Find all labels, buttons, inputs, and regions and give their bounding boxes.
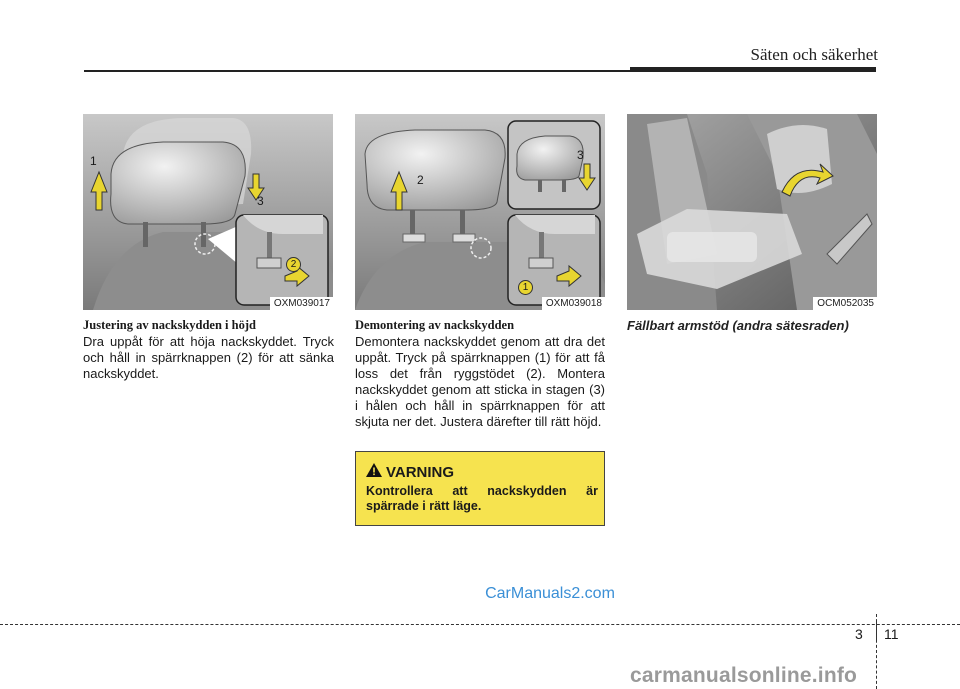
warning-icon: [366, 463, 382, 477]
warning-text: Kontrollera att nackskydden är spärrade …: [366, 484, 598, 513]
callout-3: 3: [257, 194, 264, 208]
callout-1: 1: [518, 280, 533, 295]
footer-rule: [0, 624, 960, 625]
armrest-illustration: [627, 114, 877, 310]
chapter-number: 3: [855, 626, 863, 642]
section-body: Demontera nackskyddet genom att dra det …: [355, 334, 605, 429]
callout-2: 2: [417, 173, 424, 187]
figure-code: OCM052035: [813, 297, 877, 310]
watermark[interactable]: CarManuals2.com: [485, 585, 615, 602]
page-separator: [876, 622, 877, 642]
callout-2: 2: [286, 257, 301, 272]
footer-tick: [876, 614, 877, 689]
headrest-height-illustration: [83, 114, 333, 310]
section-heading: Demontering av nackskydden: [355, 318, 515, 332]
watermark-footer[interactable]: carmanualsonline.info: [630, 664, 858, 687]
figure-headrest-removal: 1 2 3 OXM039018: [355, 114, 605, 310]
callout-3: 3: [577, 148, 584, 162]
warning-box: VARNING Kontrollera att nackskydden är s…: [355, 451, 605, 526]
header-rule-accent: [630, 67, 876, 72]
section-heading: Fällbart armstöd (andra sätesraden): [627, 318, 849, 333]
figure-code: OXM039017: [269, 297, 333, 310]
figure-armrest: OCM052035: [627, 114, 877, 310]
header-rule: [84, 70, 630, 72]
figure-headrest-height: 1 2 3 OXM039017: [83, 114, 333, 310]
chapter-title: Säten och säkerhet: [750, 45, 878, 64]
callout-1: 1: [90, 154, 97, 168]
section-body: Dra uppåt för att höja nackskyddet. Tryc…: [83, 334, 334, 381]
section-heading: Justering av nackskydden i höjd: [83, 318, 256, 332]
headrest-removal-illustration: [355, 114, 605, 310]
page-number: 11: [884, 626, 899, 642]
figure-code: OXM039018: [541, 297, 605, 310]
warning-title: VARNING: [386, 464, 455, 481]
